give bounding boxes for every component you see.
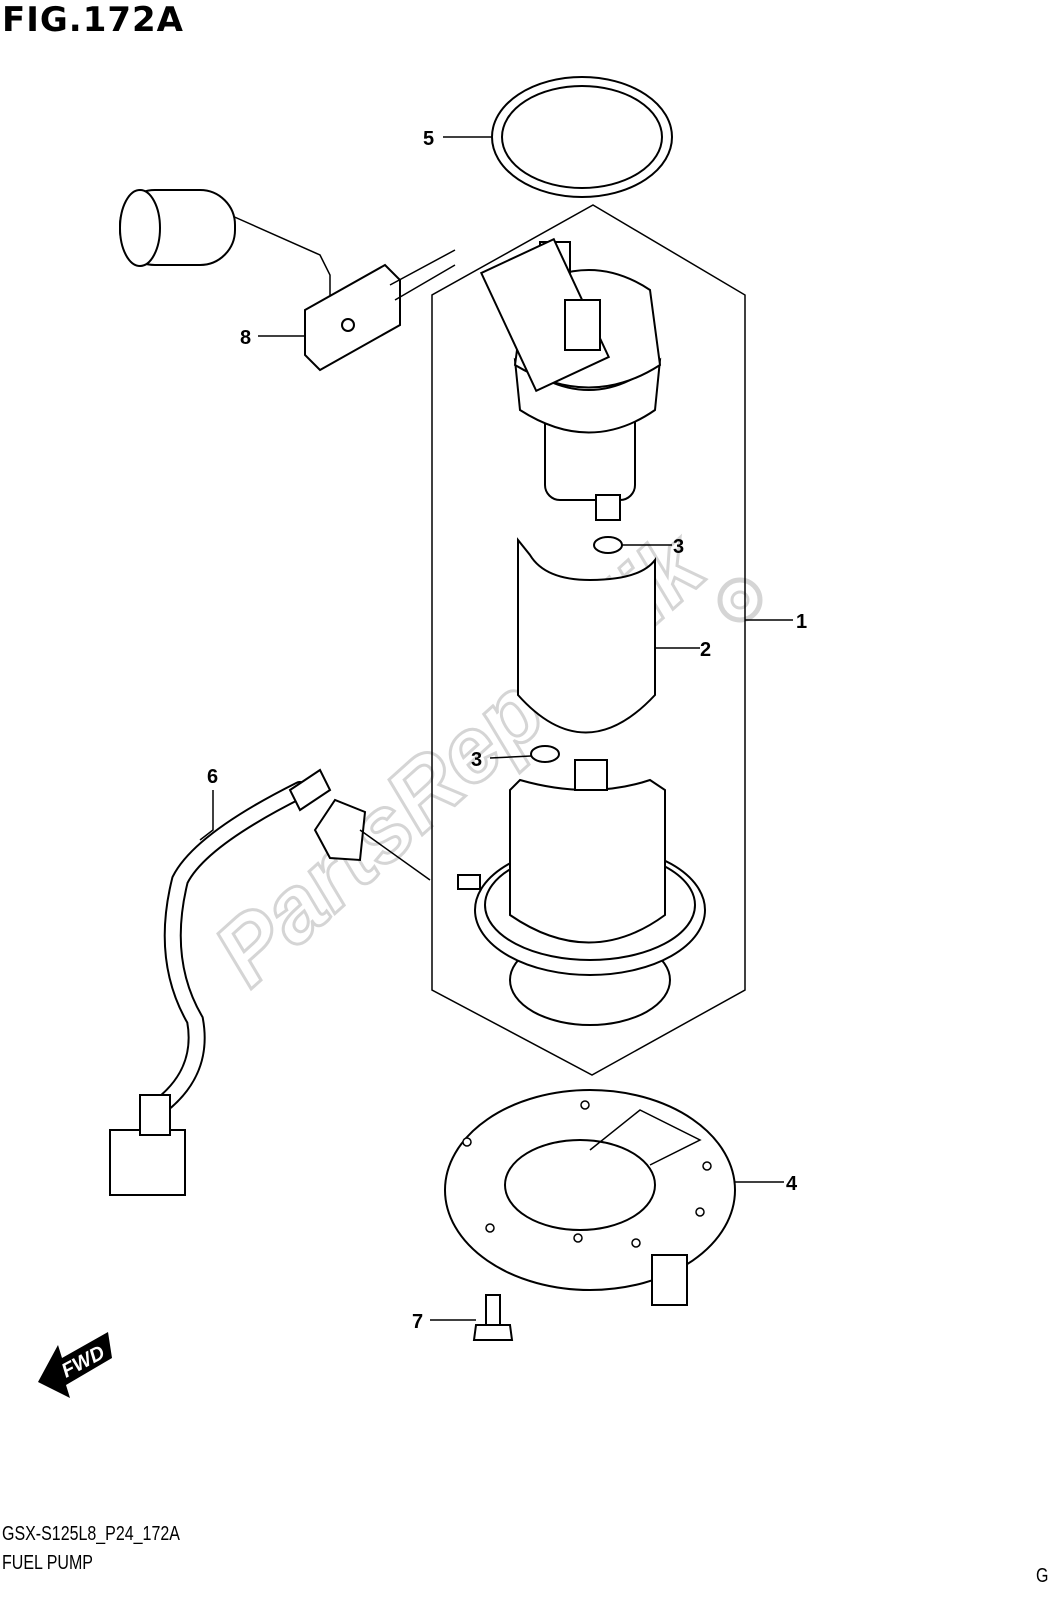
part-bolt[interactable] — [472, 1294, 514, 1341]
callout-5: 5 — [423, 128, 434, 150]
part-washer-upper[interactable] — [593, 536, 623, 554]
part-o-ring[interactable] — [491, 76, 673, 198]
fwd-arrow-icon: FWD — [38, 1332, 112, 1398]
model-code: GSX-S125L8_P24_172A — [2, 1523, 180, 1545]
part-washer-lower[interactable] — [530, 745, 560, 763]
callout-8: 8 — [240, 327, 251, 349]
callout-4: 4 — [786, 1173, 798, 1195]
callout-3-upper: 3 — [673, 536, 684, 558]
section-name: FUEL PUMP — [2, 1552, 93, 1574]
callout-1: 1 — [796, 611, 807, 633]
callout-2: 2 — [700, 639, 711, 661]
callout-3-lower: 3 — [471, 749, 482, 771]
figure-title: FIG.172A — [2, 0, 184, 40]
part-pump-base[interactable] — [457, 759, 706, 1026]
corner-mark: G — [1036, 1565, 1049, 1587]
callout-6: 6 — [207, 766, 218, 788]
leader-lines — [199, 136, 793, 1321]
part-fuel-filter[interactable] — [517, 537, 656, 734]
part-fuel-pump[interactable] — [479, 237, 662, 521]
gear-icon — [717, 577, 763, 623]
part-gasket[interactable] — [444, 1089, 736, 1306]
part-fuel-hose[interactable] — [109, 768, 431, 1196]
part-fuel-level-sensor[interactable] — [119, 189, 456, 372]
assembly-outline — [431, 204, 746, 1076]
callout-7: 7 — [412, 1311, 423, 1333]
